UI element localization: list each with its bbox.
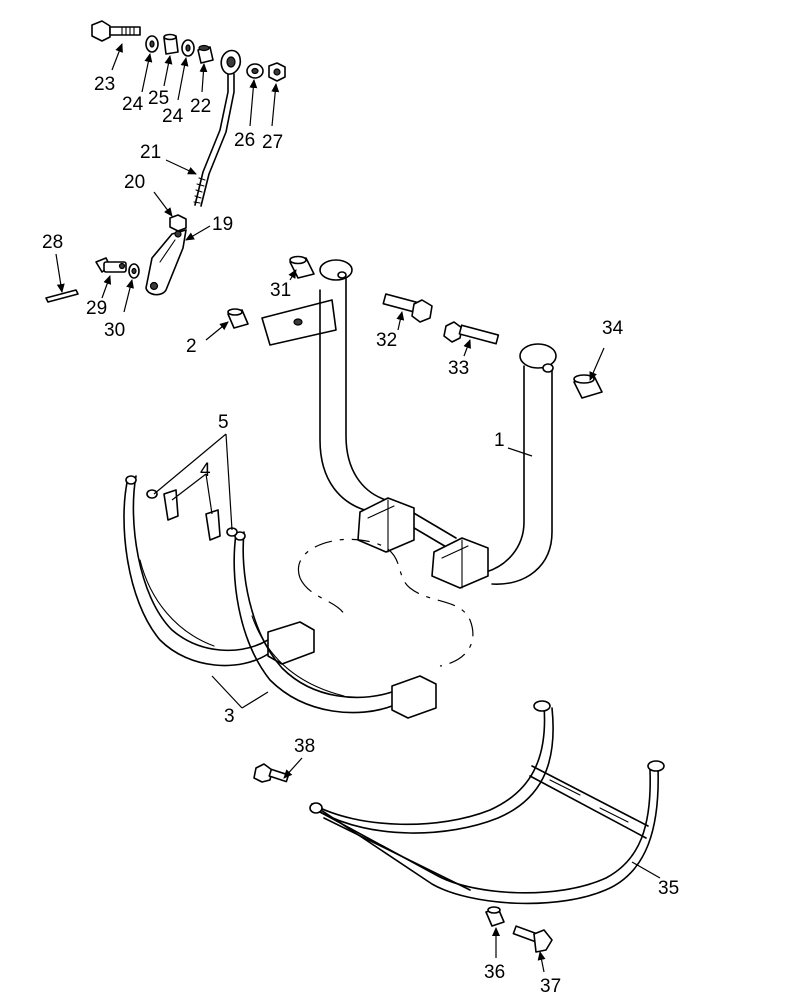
washer-26 [246, 63, 264, 79]
callout-37: 37 [540, 976, 561, 997]
callout-labels: 23 24 25 24 22 26 27 21 20 19 28 29 30 3… [42, 74, 679, 997]
callout-29: 29 [86, 298, 107, 319]
pin-29 [95, 257, 127, 273]
washer-30 [128, 263, 140, 279]
callout-36: 36 [484, 962, 505, 983]
washer-24-lower [181, 39, 195, 57]
callout-2: 2 [186, 336, 197, 357]
bracket-4 [163, 489, 221, 541]
callout-22: 22 [190, 96, 211, 117]
callout-4: 4 [200, 460, 211, 481]
rod-21 [193, 49, 242, 207]
callout-32: 32 [376, 330, 397, 351]
nut-36 [485, 906, 505, 927]
callout-1: 1 [494, 430, 505, 451]
spacer-25 [163, 33, 179, 55]
callout-27: 27 [262, 132, 283, 153]
nut-20 [169, 214, 187, 232]
callout-3: 3 [224, 706, 235, 727]
leader-lines [55, 43, 661, 973]
callout-20: 20 [124, 172, 145, 193]
bushing-2 [227, 308, 249, 329]
callout-33: 33 [448, 358, 469, 379]
cotter-pin-28 [45, 289, 79, 303]
arm-3-left [123, 475, 315, 667]
arm-3-right [233, 531, 437, 719]
bushing-34 [573, 374, 603, 399]
callout-23: 23 [94, 74, 115, 95]
callout-34: 34 [602, 318, 624, 339]
bolt-33 [443, 321, 500, 345]
callout-25: 25 [148, 88, 169, 109]
callout-35: 35 [658, 878, 679, 899]
callout-24-upper: 24 [122, 94, 144, 115]
callout-38: 38 [294, 736, 315, 757]
frame-35 [309, 700, 665, 905]
callout-24-lower: 24 [162, 106, 184, 127]
bolt-38 [253, 763, 290, 783]
callout-30: 30 [104, 320, 125, 341]
frame-1 [261, 259, 557, 589]
bolt-32 [382, 293, 433, 323]
bushing-22 [197, 44, 214, 64]
washer-5 [146, 489, 238, 537]
bolt-37 [512, 925, 553, 953]
callout-26: 26 [234, 130, 255, 151]
callout-5: 5 [218, 412, 229, 433]
callout-31: 31 [270, 280, 291, 301]
nut-27 [268, 62, 286, 82]
callout-19: 19 [212, 214, 233, 235]
clevis-19 [145, 229, 187, 296]
washer-24-upper [145, 35, 159, 53]
bolt-23 [91, 20, 141, 42]
callout-21: 21 [140, 142, 161, 163]
dashed-outline [297, 538, 474, 667]
callout-28: 28 [42, 232, 63, 253]
